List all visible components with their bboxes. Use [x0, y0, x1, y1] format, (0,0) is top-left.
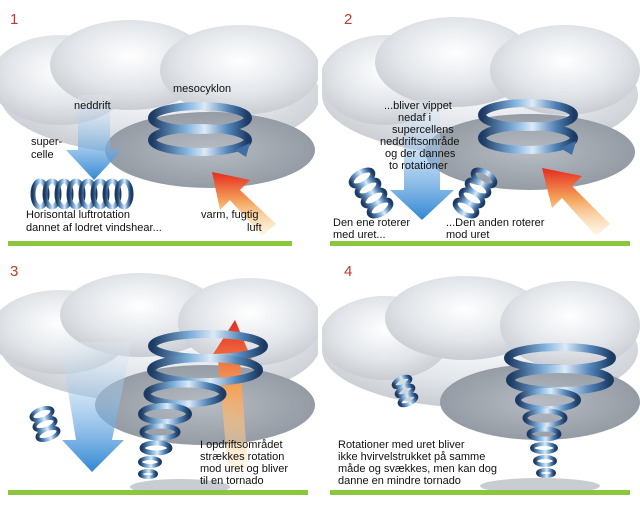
- ground: [8, 490, 308, 495]
- label-opdrift-2: strækkes rotation: [200, 451, 284, 463]
- label-neddrift: neddrift: [74, 100, 111, 112]
- counterclockwise-rotation-coil: [452, 167, 498, 219]
- tornado-funnel: [504, 343, 616, 478]
- small-rotation-coil: [29, 405, 61, 443]
- mesocyclone-rings: [148, 102, 252, 157]
- label-horisontal-1: Horisontal luftrotation: [26, 209, 130, 221]
- weakened-rotation-coil: [391, 374, 419, 408]
- clockwise-rotation-coil: [348, 167, 394, 219]
- panel-4: 4 Rotationer med uret bliver ikke hvirve…: [320, 256, 640, 507]
- label-supercelle-2: celle: [31, 149, 54, 161]
- label-mesocyklon: mesocyklon: [173, 83, 231, 95]
- label-anden-2: mod uret: [446, 229, 489, 241]
- label-horisontal-2: dannet af lodret vindshear...: [26, 222, 162, 234]
- ground: [8, 241, 292, 246]
- warm-air-arrow: [542, 168, 610, 236]
- label-vippet-3: supercellens: [392, 124, 454, 136]
- label-vippet-4: neddriftsområde: [380, 136, 460, 148]
- panel-number: 1: [10, 11, 18, 28]
- label-rot-4: danne en mindre tornado: [338, 475, 461, 487]
- panel-number: 3: [10, 263, 18, 280]
- ground: [330, 241, 630, 246]
- panel-1: 1 neddrift mesocyklon super- celle Horis…: [0, 0, 320, 252]
- label-opdrift-4: til en tornado: [200, 475, 264, 487]
- warm-air-arrow: [212, 172, 276, 236]
- label-varm-1: varm, fugtig: [201, 209, 258, 221]
- label-vippet-2: nedaf i: [398, 112, 431, 124]
- horizontal-rotation-coil: [30, 178, 134, 210]
- label-rot-1: Rotationer med uret bliver: [338, 439, 465, 451]
- label-opdrift-1: I opdriftsområdet: [200, 439, 283, 451]
- label-opdrift-3: mod uret og bliver: [200, 463, 288, 475]
- panel-number: 2: [344, 11, 352, 28]
- tornado-funnel: [138, 330, 268, 479]
- label-vippet-6: to rotationer: [389, 160, 448, 172]
- label-vippet-1: ...bliver vippet: [384, 100, 452, 112]
- label-vippet-5: og der dannes: [385, 148, 456, 160]
- label-rot-3: måde og svækkes, men kan dog: [338, 463, 497, 475]
- label-anden-1: ...Den anden roterer: [446, 217, 545, 229]
- label-rot-2: ikke hvirvelstrukket på samme: [338, 451, 485, 463]
- panel-2: 2 ...bliver vippet nedaf i supercellens …: [320, 0, 640, 252]
- downdraft-arrow: [60, 342, 132, 472]
- downdraft-arrow: [390, 100, 454, 220]
- ground: [330, 490, 630, 495]
- downdraft-arrow: [66, 95, 122, 180]
- panel-number: 4: [344, 263, 352, 280]
- label-varm-2: luft: [247, 222, 262, 234]
- panel-3: 3 I opdriftsområdet strækkes rotation mo…: [0, 256, 322, 507]
- label-ene-1: Den ene roterer: [333, 217, 410, 229]
- label-ene-2: med uret...: [333, 229, 386, 241]
- label-supercelle-1: super-: [31, 136, 63, 148]
- mesocyclone-rings: [478, 99, 578, 155]
